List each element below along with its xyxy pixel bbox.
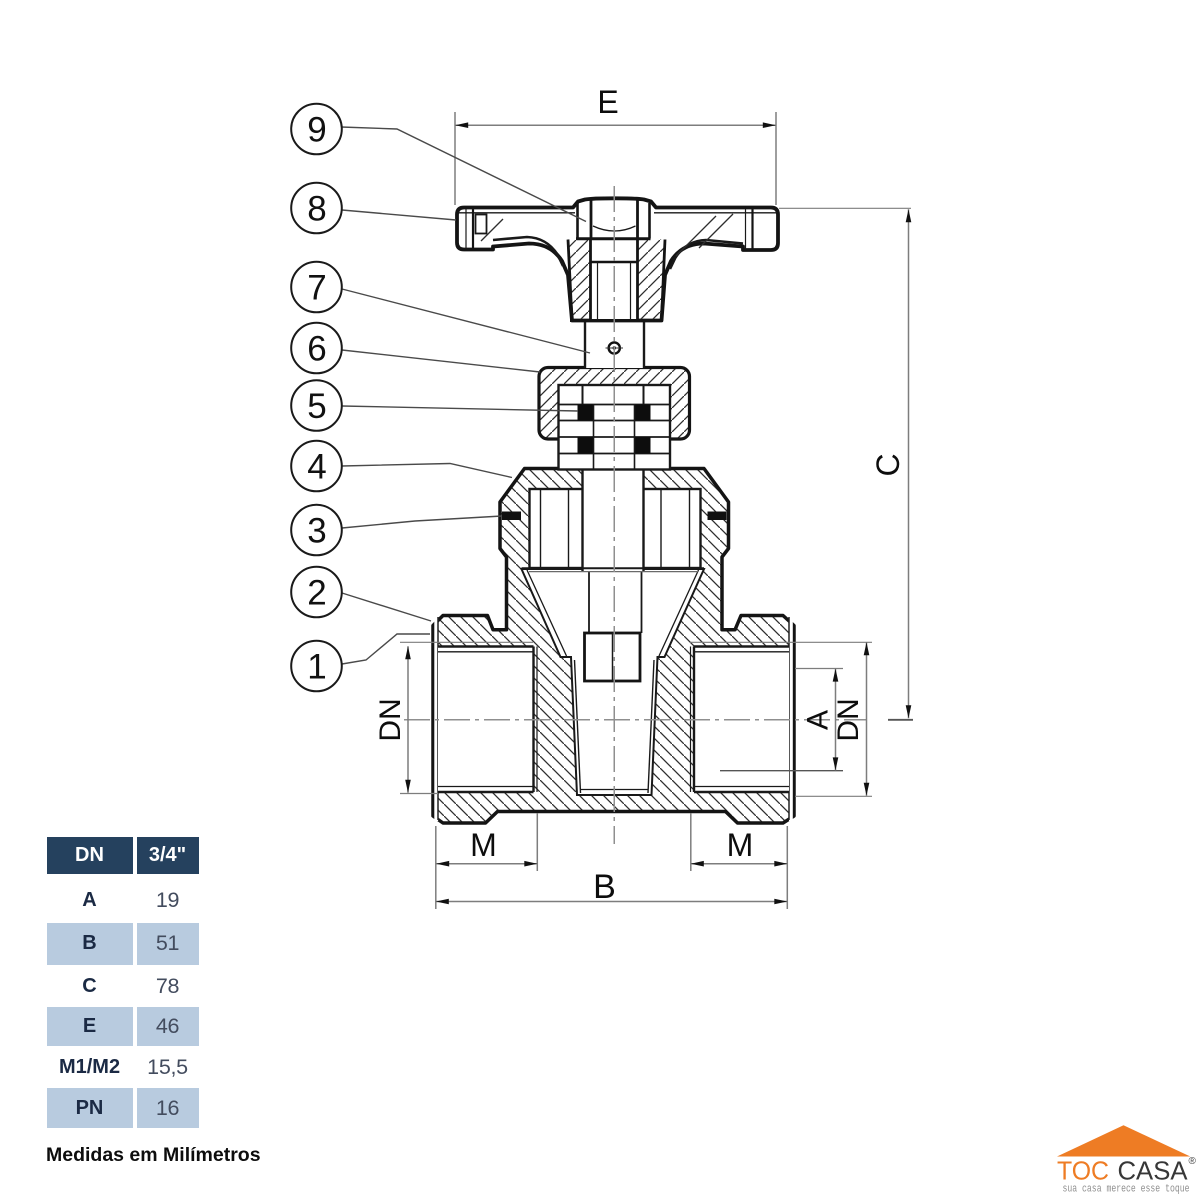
svg-text:3: 3 bbox=[307, 512, 326, 551]
svg-text:sua casa merece esse toque: sua casa merece esse toque bbox=[1063, 1184, 1190, 1196]
svg-text:8: 8 bbox=[307, 190, 326, 229]
svg-text:M: M bbox=[470, 827, 497, 863]
svg-text:DN: DN bbox=[832, 698, 865, 741]
svg-text:DN: DN bbox=[374, 698, 407, 741]
svg-text:A: A bbox=[802, 710, 835, 730]
svg-text:M: M bbox=[727, 827, 754, 863]
svg-text:TOC: TOC bbox=[1057, 1156, 1109, 1186]
svg-text:9: 9 bbox=[307, 111, 326, 150]
svg-text:CASA: CASA bbox=[1118, 1156, 1189, 1186]
svg-text:C: C bbox=[870, 453, 906, 476]
svg-text:E: E bbox=[597, 84, 618, 120]
svg-text:B: B bbox=[593, 868, 616, 906]
svg-text:5: 5 bbox=[307, 387, 326, 426]
svg-text:4: 4 bbox=[307, 448, 326, 487]
svg-text:7: 7 bbox=[307, 269, 326, 308]
svg-text:1: 1 bbox=[307, 648, 326, 687]
svg-text:6: 6 bbox=[307, 330, 326, 369]
svg-text:2: 2 bbox=[307, 574, 326, 613]
svg-text:®: ® bbox=[1189, 1156, 1197, 1167]
